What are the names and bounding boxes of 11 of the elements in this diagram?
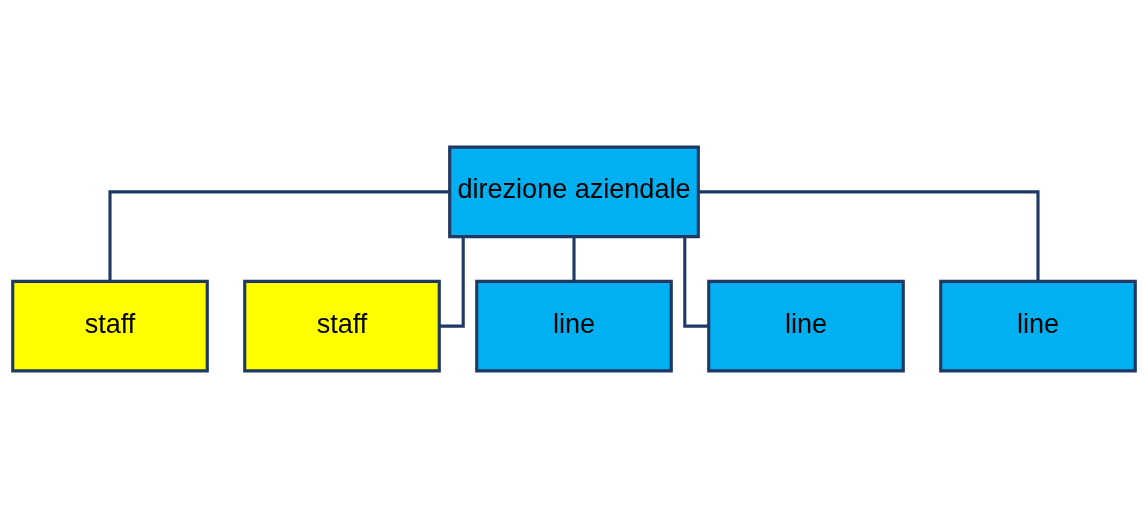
node-box: staff	[243, 279, 441, 372]
connector	[698, 189, 1040, 281]
node-box: line	[475, 279, 673, 372]
node-box: line	[939, 279, 1137, 372]
connector	[439, 236, 465, 328]
node-box: staff	[11, 279, 209, 372]
connector	[572, 236, 576, 281]
node-box: direzione aziendale	[448, 145, 700, 238]
node-box: line	[707, 279, 905, 372]
connector	[683, 236, 709, 328]
connector	[108, 189, 450, 281]
